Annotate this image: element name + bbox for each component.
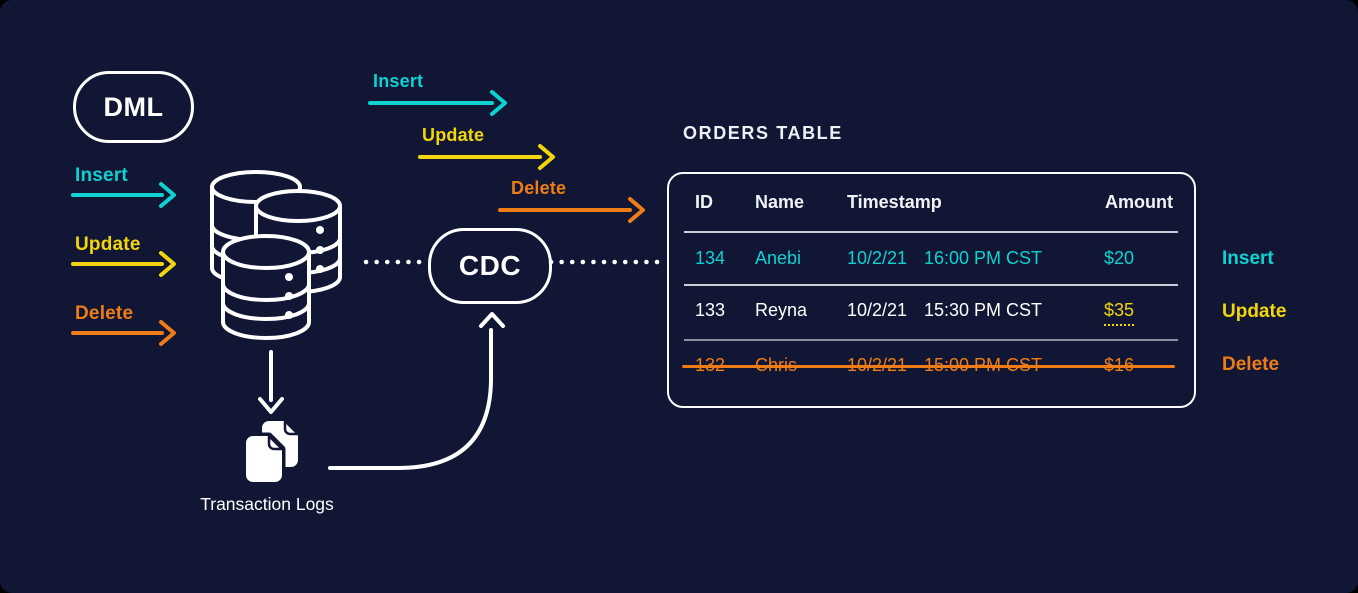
column-header-timestamp: Timestamp [847,192,942,212]
insert-arrow-left [71,182,176,208]
row-separator [684,284,1178,286]
cell-amount-updated: $35 [1104,300,1135,326]
row-separator [684,339,1178,341]
update-label-left: Update [75,234,141,255]
orders-table-panel: ID Name Timestamp Amount 134 Anebi 10/2/… [667,172,1196,408]
database-icon [210,170,342,340]
cell-amount: $20 [1104,248,1135,268]
table-header-row: ID Name Timestamp Amount [669,192,1198,218]
delete-arrow-left [71,320,176,346]
row-separator [684,231,1178,233]
legend-update: Update [1222,301,1287,322]
cell-date: 10/2/21 [847,300,908,320]
cdc-node: CDC [428,228,552,304]
update-arrow-left [71,251,176,277]
cell-name: Reyna [755,300,808,320]
cdc-label: CDC [458,250,522,281]
column-header-id: ID [695,192,713,212]
db-to-logs-arrow [258,350,284,414]
dml-badge: DML [73,71,194,143]
table-row-update: 133 Reyna 10/2/21 15:30 PM CST $35 [669,300,1198,326]
delete-label-stream: Delete [511,178,567,198]
column-header-name: Name [755,192,805,212]
delete-arrow-stream [498,197,645,223]
transaction-logs-label: Transaction Logs [200,494,334,514]
update-arrow-stream [418,144,555,170]
cell-time: 15:30 PM CST [924,300,1043,320]
cell-time: 16:00 PM CST [924,248,1043,268]
cell-id: 133 [695,300,726,320]
orders-table-title: ORDERS TABLE [683,123,843,143]
legend-insert: Insert [1222,248,1274,269]
dml-label: DML [103,91,164,122]
cell-name: Anebi [755,248,802,268]
legend-delete: Delete [1222,354,1280,375]
cell-id: 134 [695,248,726,268]
update-label-stream: Update [422,125,485,145]
delete-label-left: Delete [75,303,134,324]
insert-label-stream: Insert [373,71,424,91]
insert-label-left: Insert [75,165,128,186]
transaction-logs-icon [242,419,300,486]
cell-date: 10/2/21 [847,248,908,268]
table-row-insert: 134 Anebi 10/2/21 16:00 PM CST $20 [669,248,1198,274]
strikethrough-line [682,365,1175,368]
table-row-delete: 132 Chris 10/2/21 15:00 PM CST $16 [669,355,1198,381]
column-header-amount: Amount [1105,192,1173,212]
logs-to-cdc-arrow [328,312,505,470]
insert-arrow-stream [368,90,507,116]
